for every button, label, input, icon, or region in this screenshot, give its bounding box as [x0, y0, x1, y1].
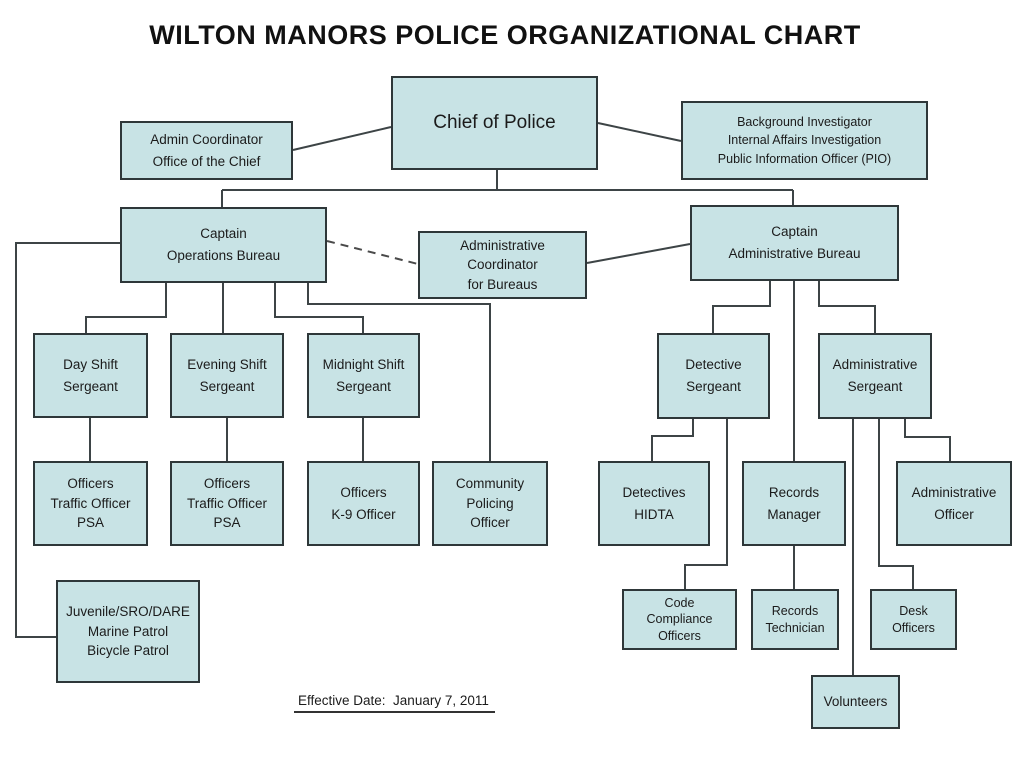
org-node-captain-administrative-bureau: Captain Administrative Bureau — [690, 205, 899, 281]
connector-chief-to-background-investigator — [597, 122, 682, 142]
org-node-juvenile-sro-dare: Juvenile/SRO/DARE Marine Patrol Bicycle … — [56, 580, 200, 683]
connector-admin-sgt-to-admin-officer — [904, 419, 951, 461]
connector-detective-sgt-to-code-compliance — [684, 419, 728, 589]
org-node-administrative-officer: Administrative Officer — [896, 461, 1012, 546]
connector-operations-to-day-shift — [85, 283, 167, 334]
connector-operations-to-juvenile — [15, 242, 120, 638]
org-node-midnight-shift-sergeant: Midnight Shift Sergeant — [307, 333, 420, 418]
org-node-day-shift-sergeant: Day Shift Sergeant — [33, 333, 148, 418]
effective-date-label: Effective Date: January 7, 2011 — [294, 693, 495, 713]
connector-chief-to-admin-coordinator — [292, 126, 392, 151]
org-node-chief-of-police: Chief of Police — [391, 76, 598, 170]
connector-admin-sgt-to-desk-officers — [878, 419, 914, 589]
org-node-volunteers: Volunteers — [811, 675, 900, 729]
connector-operations-to-community-policing — [307, 283, 491, 461]
connector-detective-sgt-to-hidta — [651, 419, 694, 461]
org-node-records-technician: Records Technician — [751, 589, 839, 650]
org-node-community-policing-officer: Community Policing Officer — [432, 461, 548, 546]
org-node-officers-day: Officers Traffic Officer PSA — [33, 461, 148, 546]
org-node-records-manager: Records Manager — [742, 461, 846, 546]
connector-operations-to-bureaus-coordinator-dashed — [326, 240, 419, 265]
org-node-detective-sergeant: Detective Sergeant — [657, 333, 770, 419]
org-node-admin-coordinator-office-of-chief: Admin Coordinator Office of the Chief — [120, 121, 293, 180]
connector-operations-to-midnight-shift — [274, 283, 364, 334]
connector-admin-bureau-to-admin-sgt — [818, 281, 876, 334]
org-node-administrative-sergeant: Administrative Sergeant — [818, 333, 932, 419]
page-title: WILTON MANORS POLICE ORGANIZATIONAL CHAR… — [149, 20, 861, 50]
org-node-captain-operations-bureau: Captain Operations Bureau — [120, 207, 327, 283]
connector-admin-bureau-to-detective-sgt — [712, 281, 771, 334]
org-node-evening-shift-sergeant: Evening Shift Sergeant — [170, 333, 284, 418]
connector-bureaus-coordinator-to-admin-bureau — [586, 243, 691, 264]
org-node-desk-officers: Desk Officers — [870, 589, 957, 650]
org-node-background-investigator: Background Investigator Internal Affairs… — [681, 101, 928, 180]
org-node-officers-k9: Officers K-9 Officer — [307, 461, 420, 546]
org-node-officers-evening: Officers Traffic Officer PSA — [170, 461, 284, 546]
org-node-administrative-coordinator-bureaus: Administrative Coordinator for Bureaus — [418, 231, 587, 299]
org-node-code-compliance-officers: Code Compliance Officers — [622, 589, 737, 650]
org-node-detectives-hidta: Detectives HIDTA — [598, 461, 710, 546]
